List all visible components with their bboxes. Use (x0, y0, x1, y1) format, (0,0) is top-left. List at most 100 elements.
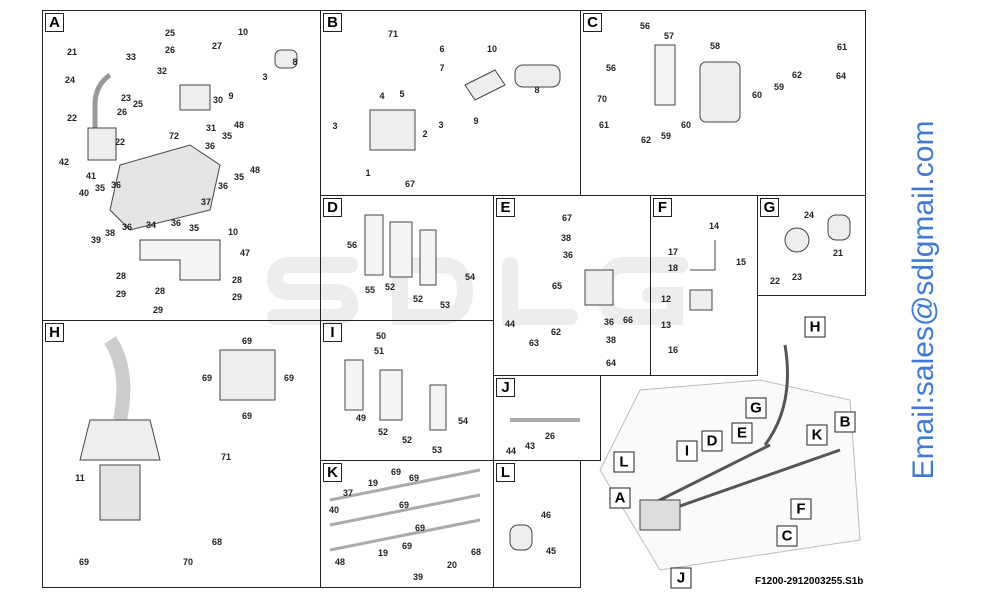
overview-callout-g: G (745, 397, 767, 419)
part-callout-i: 50 (375, 331, 387, 341)
part-callout-g: 22 (769, 276, 781, 286)
part-callout-a: 47 (239, 248, 251, 258)
part-callout-a: 28 (154, 286, 166, 296)
part-callout-b: 1 (365, 168, 371, 178)
panel-f-label: F (653, 198, 672, 217)
overview-callout-k: K (806, 424, 828, 446)
panel-j-label: J (496, 378, 515, 397)
part-callout-a: 48 (233, 120, 245, 130)
part-callout-k: 39 (412, 572, 424, 582)
part-callout-d: 53 (439, 300, 451, 310)
part-callout-k: 69 (390, 467, 402, 477)
part-callout-b: 10 (486, 44, 498, 54)
part-callout-c: 61 (598, 120, 610, 130)
part-callout-a: 35 (221, 131, 233, 141)
part-callout-i: 49 (355, 413, 367, 423)
part-callout-i: 51 (373, 346, 385, 356)
overview-callout-i: I (676, 440, 698, 462)
part-callout-a: 35 (94, 183, 106, 193)
part-callout-a: 10 (227, 227, 239, 237)
part-callout-d: 55 (364, 285, 376, 295)
part-callout-c: 60 (680, 120, 692, 130)
part-callout-c: 70 (596, 94, 608, 104)
panel-h: H (42, 320, 321, 588)
overview-callout-a: A (609, 487, 631, 509)
part-callout-k: 48 (334, 557, 346, 567)
panel-d: D (320, 195, 494, 321)
part-callout-h: 11 (75, 473, 85, 483)
part-callout-g: 23 (791, 272, 803, 282)
part-callout-a: 35 (188, 223, 200, 233)
overview-callout-c: C (776, 525, 798, 547)
part-callout-a: 9 (228, 91, 234, 101)
part-callout-a: 24 (64, 75, 76, 85)
part-callout-d: 54 (464, 272, 476, 282)
part-callout-a: 25 (164, 28, 176, 38)
part-callout-k: 69 (408, 473, 420, 483)
part-callout-f: 16 (667, 345, 679, 355)
email-watermark: Email:sales@sdlgmail.com (907, 120, 940, 480)
overview-callout-h: H (804, 316, 826, 338)
part-callout-k: 19 (367, 478, 379, 488)
part-callout-a: 29 (152, 305, 164, 315)
part-callout-h: 71 (220, 452, 232, 462)
part-callout-a: 21 (66, 47, 78, 57)
panel-l-label: L (496, 463, 515, 482)
overview-callout-e: E (731, 422, 753, 444)
part-callout-k: 19 (377, 548, 389, 558)
panel-c: C (580, 10, 866, 196)
part-callout-c: 57 (663, 31, 675, 41)
part-callout-a: 36 (204, 141, 216, 151)
part-callout-l: 46 (540, 510, 552, 520)
part-callout-a: 26 (164, 45, 176, 55)
panel-k-label: K (323, 463, 342, 482)
part-callout-l: 45 (545, 546, 557, 556)
part-callout-a: 35 (233, 172, 245, 182)
panel-i-label: I (323, 323, 342, 342)
part-callout-d: 56 (346, 240, 358, 250)
part-callout-b: 3 (332, 121, 338, 131)
part-callout-k: 68 (470, 547, 482, 557)
part-callout-a: 40 (78, 188, 90, 198)
part-callout-c: 58 (709, 41, 721, 51)
part-callout-b: 6 (439, 44, 445, 54)
part-callout-c: 56 (605, 63, 617, 73)
part-callout-b: 9 (473, 116, 479, 126)
panel-b-label: B (323, 13, 342, 32)
part-callout-a: 31 (205, 123, 217, 133)
part-callout-c: 59 (660, 131, 672, 141)
part-callout-f: 14 (708, 221, 720, 231)
part-callout-e: 62 (550, 327, 562, 337)
part-callout-e: 36 (603, 317, 615, 327)
part-callout-g: 21 (832, 248, 844, 258)
overview-callout-j: J (670, 567, 692, 589)
part-callout-a: 30 (212, 95, 224, 105)
overview-callout-d: D (701, 430, 723, 452)
part-callout-h: 69 (201, 373, 213, 383)
part-callout-a: 8 (292, 57, 298, 67)
panel-b: B (320, 10, 581, 196)
panel-a: A (42, 10, 321, 321)
part-callout-j: 26 (544, 431, 556, 441)
part-callout-k: 69 (414, 523, 426, 533)
part-callout-k: 69 (398, 500, 410, 510)
part-callout-c: 56 (639, 21, 651, 31)
figure-code: F1200-2912003255.S1b (755, 576, 864, 587)
part-callout-c: 64 (835, 71, 847, 81)
part-callout-a: 36 (170, 218, 182, 228)
part-callout-a: 41 (85, 171, 97, 181)
part-callout-i: 54 (457, 416, 469, 426)
part-callout-c: 59 (773, 82, 785, 92)
part-callout-e: 36 (562, 250, 574, 260)
part-callout-a: 32 (156, 66, 168, 76)
part-callout-c: 61 (836, 42, 848, 52)
part-callout-k: 40 (328, 505, 340, 515)
part-callout-f: 15 (735, 257, 747, 267)
part-callout-h: 69 (241, 411, 253, 421)
part-callout-a: 39 (90, 235, 102, 245)
part-callout-a: 28 (115, 271, 127, 281)
part-callout-a: 10 (237, 27, 249, 37)
part-callout-c: 62 (640, 135, 652, 145)
panel-d-label: D (323, 198, 342, 217)
